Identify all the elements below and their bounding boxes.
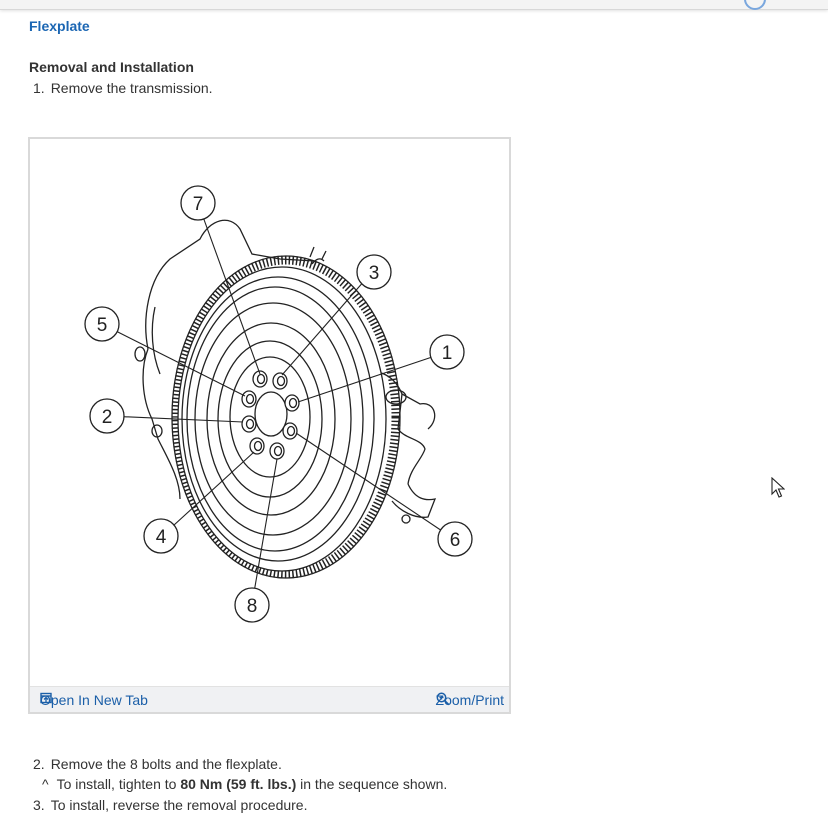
flexplate-figure: 1 2 3 4 5 6 7 8 Open In New Tab <box>28 137 511 714</box>
step-number: 3. <box>33 797 45 813</box>
flexplate-diagram: 1 2 3 4 5 6 7 8 <box>84 185 473 623</box>
step-text: To install, reverse the removal procedur… <box>50 797 308 813</box>
step-2: 2. Remove the 8 bolts and the flexplate. <box>33 756 282 772</box>
note-caret-icon: ^ <box>42 776 49 792</box>
torque-note: ^ To install, tighten to 80 Nm (59 ft. lb… <box>42 776 447 792</box>
note-prefix: To install, tighten to <box>56 776 181 792</box>
user-avatar-icon[interactable] <box>744 0 766 10</box>
step-text: Remove the 8 bolts and the flexplate. <box>50 756 282 772</box>
open-in-new-tab-icon <box>40 692 52 704</box>
callout-8: 8 <box>247 596 258 617</box>
zoom-print-link[interactable]: Zoom/Print <box>436 692 504 708</box>
callout-1: 1 <box>442 343 453 364</box>
torque-value: 80 Nm (59 ft. lbs.) <box>180 776 297 792</box>
note-suffix: in the sequence shown. <box>296 776 448 792</box>
callout-6: 6 <box>450 530 461 551</box>
step-number: 2. <box>33 756 45 772</box>
page-title: Flexplate <box>29 18 90 34</box>
step-3: 3. To install, reverse the removal proced… <box>33 797 307 813</box>
section-heading: Removal and Installation <box>29 59 194 75</box>
step-number: 1. <box>33 80 45 96</box>
callout-7: 7 <box>193 194 204 215</box>
callout-4: 4 <box>156 527 167 548</box>
step-text: Remove the transmission. <box>50 80 213 96</box>
figure-toolbar: Open In New Tab Zoom/Print <box>30 686 509 712</box>
callout-5: 5 <box>97 315 108 336</box>
callout-3: 3 <box>369 263 380 284</box>
top-toolbar <box>0 0 828 10</box>
open-in-new-tab-label: Open In New Tab <box>40 692 148 708</box>
zoom-print-label: Zoom/Print <box>435 692 504 708</box>
callout-2: 2 <box>102 407 113 428</box>
mouse-cursor-icon <box>771 477 785 498</box>
zoom-in-icon <box>436 692 449 706</box>
step-1: 1. Remove the transmission. <box>33 80 213 96</box>
open-in-new-tab-link[interactable]: Open In New Tab <box>40 692 148 708</box>
